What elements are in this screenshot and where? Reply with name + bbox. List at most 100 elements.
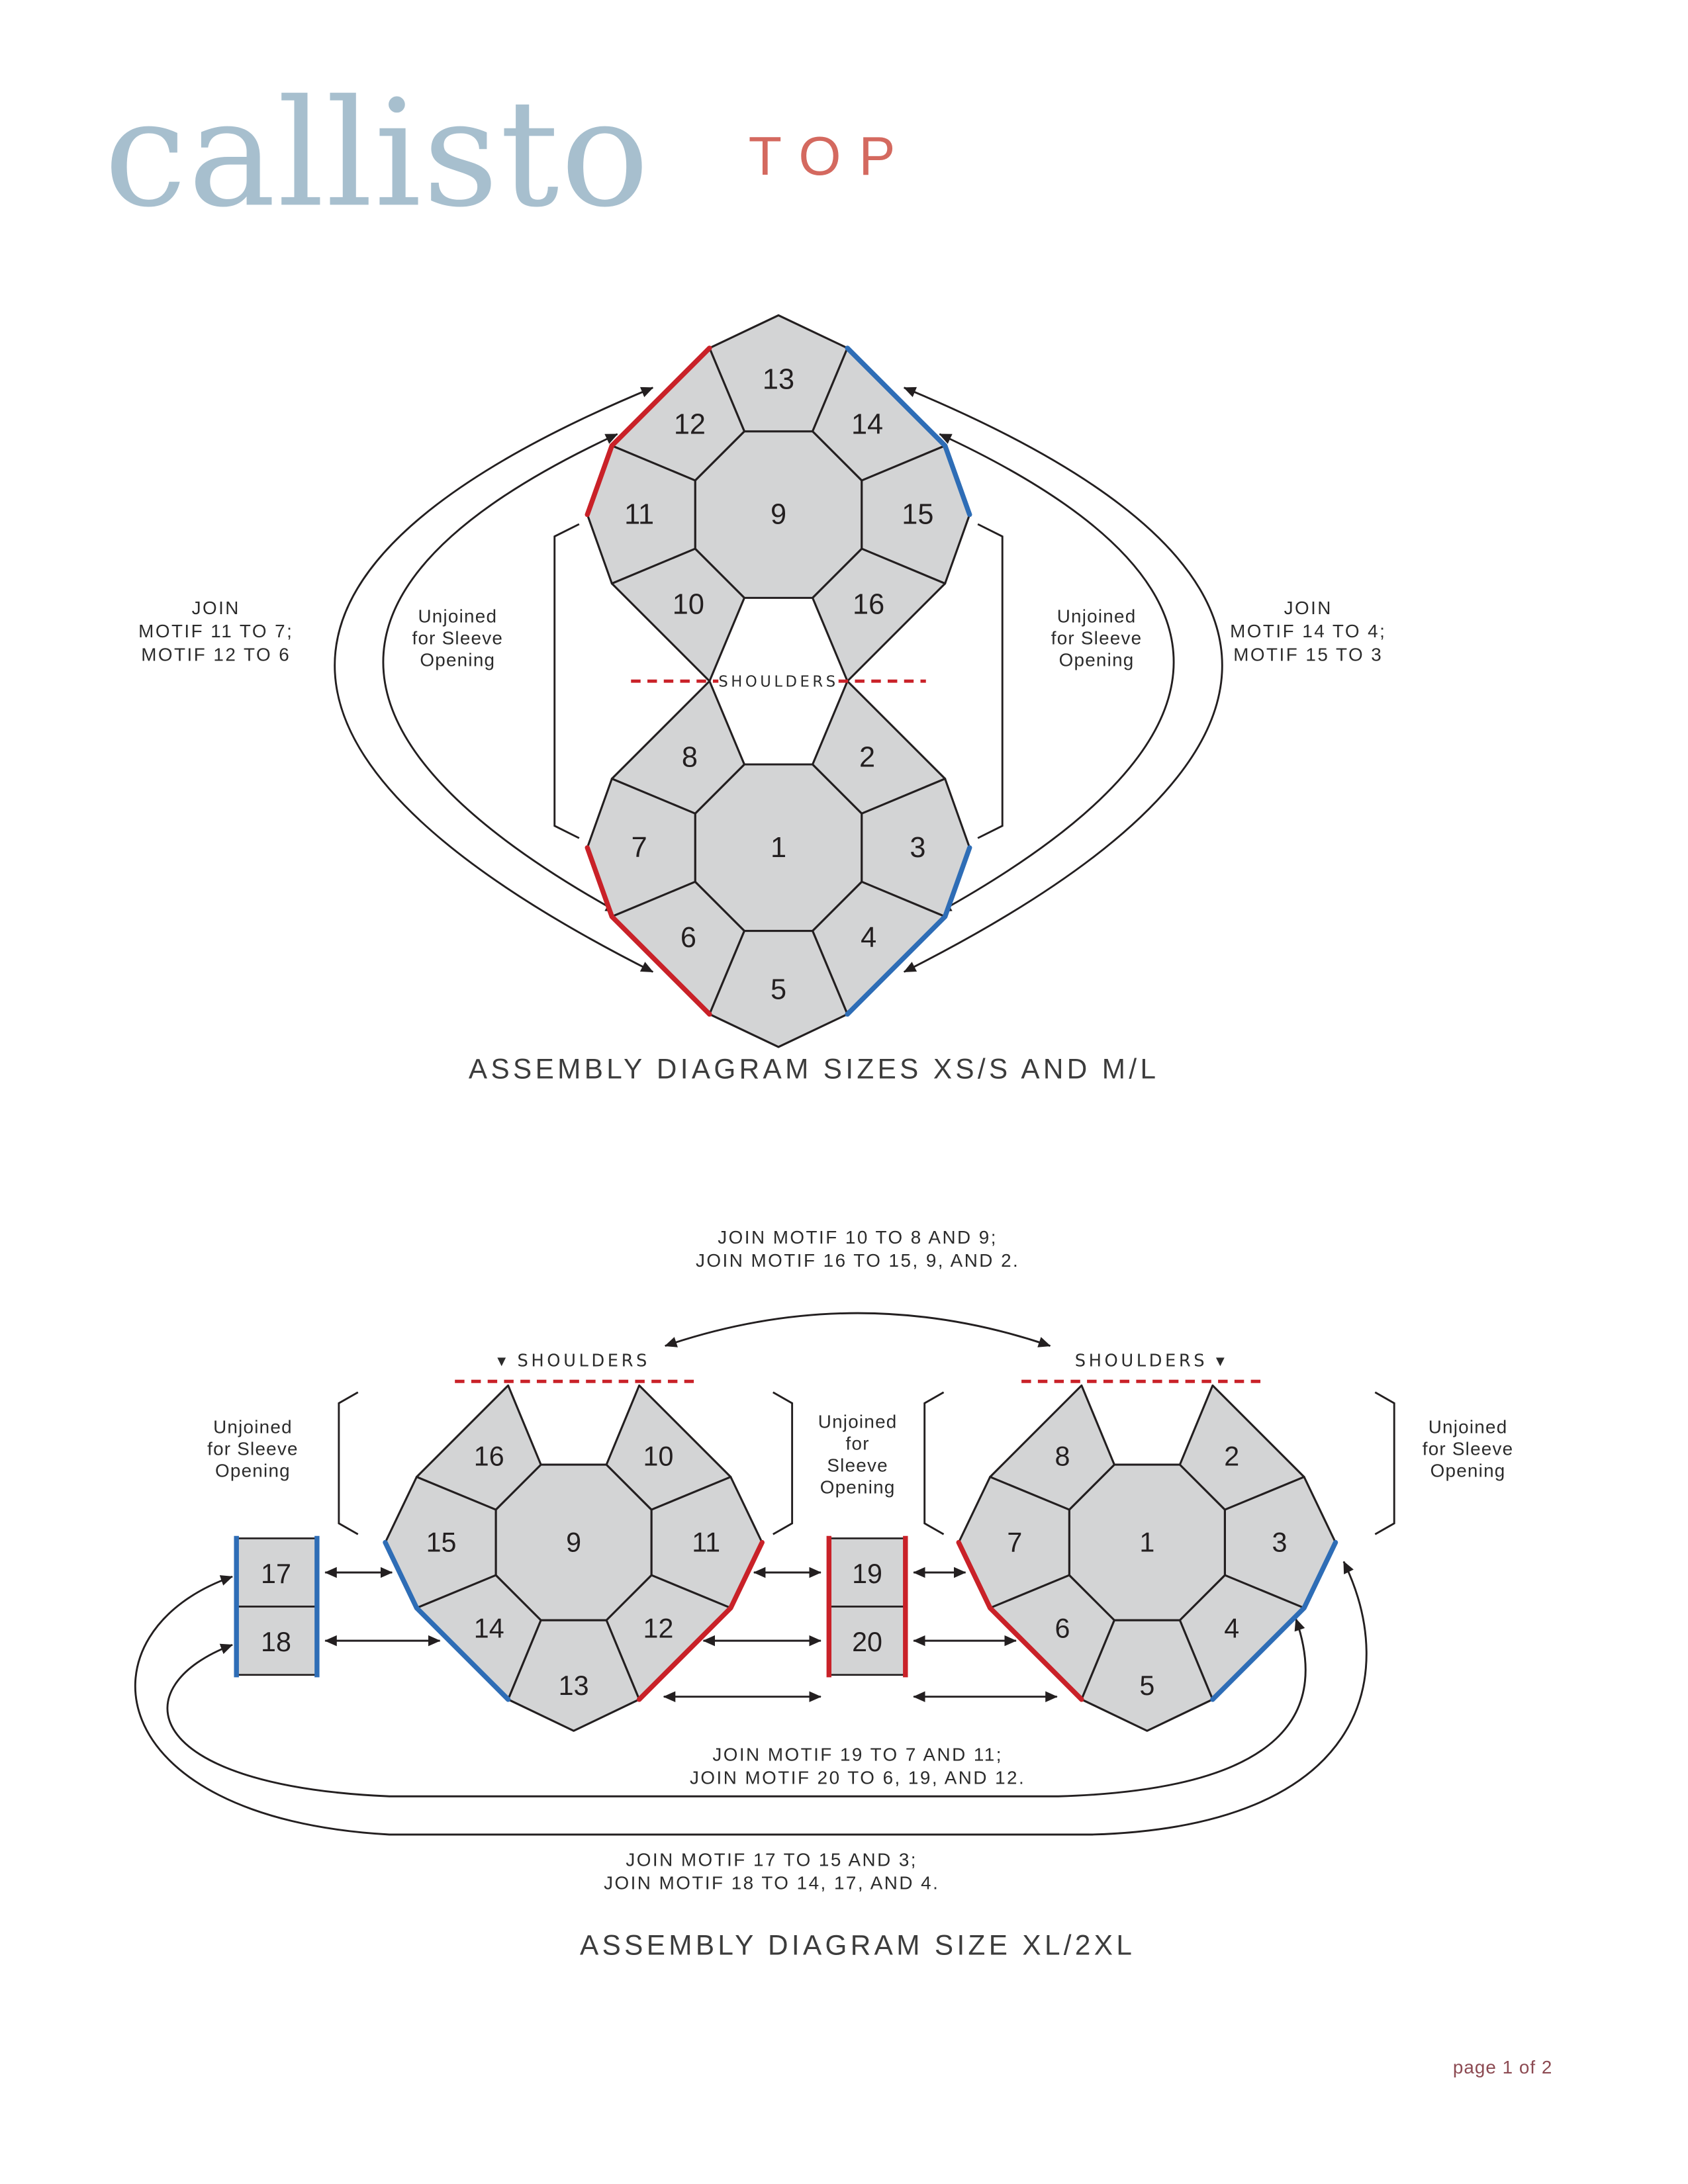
d2-strip-19-20: 19 20 [826, 1535, 908, 1678]
seam-red-bottom-left [585, 845, 712, 1017]
motif-9-label: 9 [566, 1527, 581, 1558]
motif-18-shape [235, 1606, 318, 1676]
sleeve-bracket-far-left [338, 1391, 359, 1535]
motif-10-label: 10 [673, 589, 704, 621]
motif-13-label: 13 [559, 1670, 589, 1701]
join-note-line: MOTIF 14 TO 4; [1230, 621, 1386, 641]
diagram2-caption: ASSEMBLY DIAGRAM SIZE XL/2XL [580, 1930, 1135, 1961]
join-note-line: JOIN MOTIF 17 TO 15 AND 3; [626, 1849, 917, 1870]
motif-5-label: 5 [771, 974, 786, 1005]
d2-right-cluster: 1 8 2 7 3 6 4 5 [957, 1384, 1337, 1732]
d2-sleeve-note-left: Unjoined for Sleeve Opening [207, 1417, 299, 1481]
motif-14-label: 14 [851, 408, 883, 440]
motif-11-label: 11 [692, 1527, 720, 1558]
d2-strip-17-18: 17 18 [234, 1535, 320, 1678]
d1-sleeve-note-left: Unjoined for Sleeve Opening [412, 606, 503, 670]
motif-12-label: 12 [643, 1614, 674, 1644]
join-arc-17-to-3 [134, 1561, 1368, 1836]
sleeve-note-line: Unjoined [418, 606, 497, 627]
motif-16-label: 16 [474, 1441, 504, 1472]
d2-note-bottom: JOIN MOTIF 17 TO 15 AND 3; JOIN MOTIF 18… [604, 1849, 939, 1893]
motif-15-shape [861, 444, 971, 585]
d2-sleeve-note-mid: Unjoined for Sleeve Opening [818, 1411, 898, 1497]
sleeve-bracket-left [553, 523, 580, 839]
shoulders-arc [664, 1312, 1051, 1347]
motif-20-shape [827, 1606, 907, 1676]
motif-15-label: 15 [426, 1527, 457, 1558]
join-note-line: MOTIF 15 TO 3 [1233, 644, 1383, 664]
seam-blue-right-cluster [1210, 1539, 1338, 1702]
join-note-line: JOIN MOTIF 16 TO 15, 9, AND 2. [696, 1250, 1019, 1271]
motif-2-label: 2 [1224, 1441, 1239, 1472]
sleeve-note-line: Unjoined [213, 1417, 293, 1437]
sleeve-note-line: for Sleeve [1051, 628, 1143, 649]
d1-sleeve-note-right: Unjoined for Sleeve Opening [1051, 606, 1143, 670]
motif-8-label: 8 [1055, 1441, 1070, 1472]
d1-join-note-left: JOIN MOTIF 11 TO 7; MOTIF 12 TO 6 [138, 598, 292, 664]
motif-3-label: 3 [1272, 1527, 1287, 1558]
join-arc-18-to-4 [166, 1618, 1307, 1797]
join-note-line: JOIN [192, 598, 240, 618]
join-note-line: JOIN MOTIF 20 TO 6, 19, AND 12. [690, 1768, 1025, 1788]
seam-red-left-cluster [636, 1539, 765, 1702]
seam-blue-left-cluster [383, 1539, 511, 1702]
seam-blue-bottom-right [845, 845, 972, 1017]
sleeve-bracket-far-right [1374, 1391, 1395, 1535]
motif-13-shape [507, 1619, 641, 1732]
join-arc-right-outer [903, 387, 1223, 973]
motif-16-label: 16 [853, 589, 884, 621]
diagram1-caption: ASSEMBLY DIAGRAM SIZES XS/S AND M/L [469, 1053, 1159, 1084]
motif-6-label: 6 [1055, 1614, 1070, 1644]
motif-1-label: 1 [1139, 1527, 1154, 1558]
motif-2-label: 2 [859, 742, 875, 774]
sleeve-note-line: Unjoined [818, 1411, 898, 1432]
motif-8-label: 8 [682, 742, 698, 774]
motif-15-label: 15 [902, 499, 933, 531]
assembly-diagram-2: JOIN MOTIF 10 TO 8 AND 9; JOIN MOTIF 16 … [134, 1227, 1513, 1961]
d1-top-cluster: 9 13 12 14 11 15 10 16 [586, 314, 971, 682]
join-note-line: JOIN MOTIF 18 TO 14, 17, AND 4. [604, 1873, 939, 1893]
sleeve-note-line: Opening [215, 1461, 291, 1481]
shoulders-label-left: ▾ SHOULDERS [497, 1351, 650, 1371]
motif-20-label: 20 [852, 1627, 882, 1657]
motif-17-label: 17 [261, 1559, 291, 1589]
motif-9-label: 9 [771, 499, 786, 531]
page-title: callisto [104, 68, 651, 240]
motif-5-label: 5 [1139, 1670, 1154, 1701]
page-number: page 1 of 2 [1453, 2057, 1553, 2077]
sleeve-note-line: Opening [820, 1477, 896, 1497]
sleeve-note-line: Unjoined [1429, 1417, 1508, 1437]
motif-19-label: 19 [852, 1559, 882, 1589]
sleeve-note-line: for Sleeve [207, 1439, 299, 1459]
seam-red-right-cluster [956, 1539, 1084, 1702]
motif-5-shape [708, 930, 849, 1048]
page-subtitle: TOP [749, 126, 914, 187]
sleeve-note-line: Opening [420, 650, 495, 670]
d1-join-note-right: JOIN MOTIF 14 TO 4; MOTIF 15 TO 3 [1230, 598, 1386, 664]
motif-10-label: 10 [643, 1441, 674, 1472]
motif-13-label: 13 [763, 363, 794, 395]
motif-11-label: 11 [624, 499, 654, 531]
motif-7-label: 7 [1007, 1527, 1022, 1558]
shoulders-label: SHOULDERS [718, 673, 838, 690]
join-note-line: JOIN MOTIF 10 TO 8 AND 9; [718, 1227, 998, 1248]
motif-12-label: 12 [674, 408, 706, 440]
sleeve-bracket-mid-right [923, 1391, 945, 1535]
header: callisto TOP [104, 68, 914, 240]
sleeve-bracket-mid-left [773, 1391, 794, 1535]
d1-bottom-cluster: 1 8 2 7 3 6 4 5 [586, 680, 971, 1048]
join-arc-left-inner [382, 433, 618, 913]
assembly-diagram-1: 9 13 12 14 11 15 10 16 1 8 2 7 3 6 4 5 [138, 314, 1386, 1084]
sleeve-note-line: for Sleeve [412, 628, 503, 649]
d2-note-top: JOIN MOTIF 10 TO 8 AND 9; JOIN MOTIF 16 … [696, 1227, 1019, 1271]
motif-5-shape [1080, 1619, 1214, 1732]
d2-left-cluster: 9 16 10 15 11 14 12 13 [384, 1384, 763, 1732]
motif-11-shape [586, 444, 696, 585]
motif-18-label: 18 [261, 1627, 291, 1657]
join-arc-right-inner [939, 433, 1175, 913]
seam-blue-top-right [845, 345, 972, 518]
sleeve-note-line: for [846, 1433, 870, 1453]
sleeve-note-line: Sleeve [827, 1455, 888, 1475]
motif-6-label: 6 [680, 922, 696, 954]
